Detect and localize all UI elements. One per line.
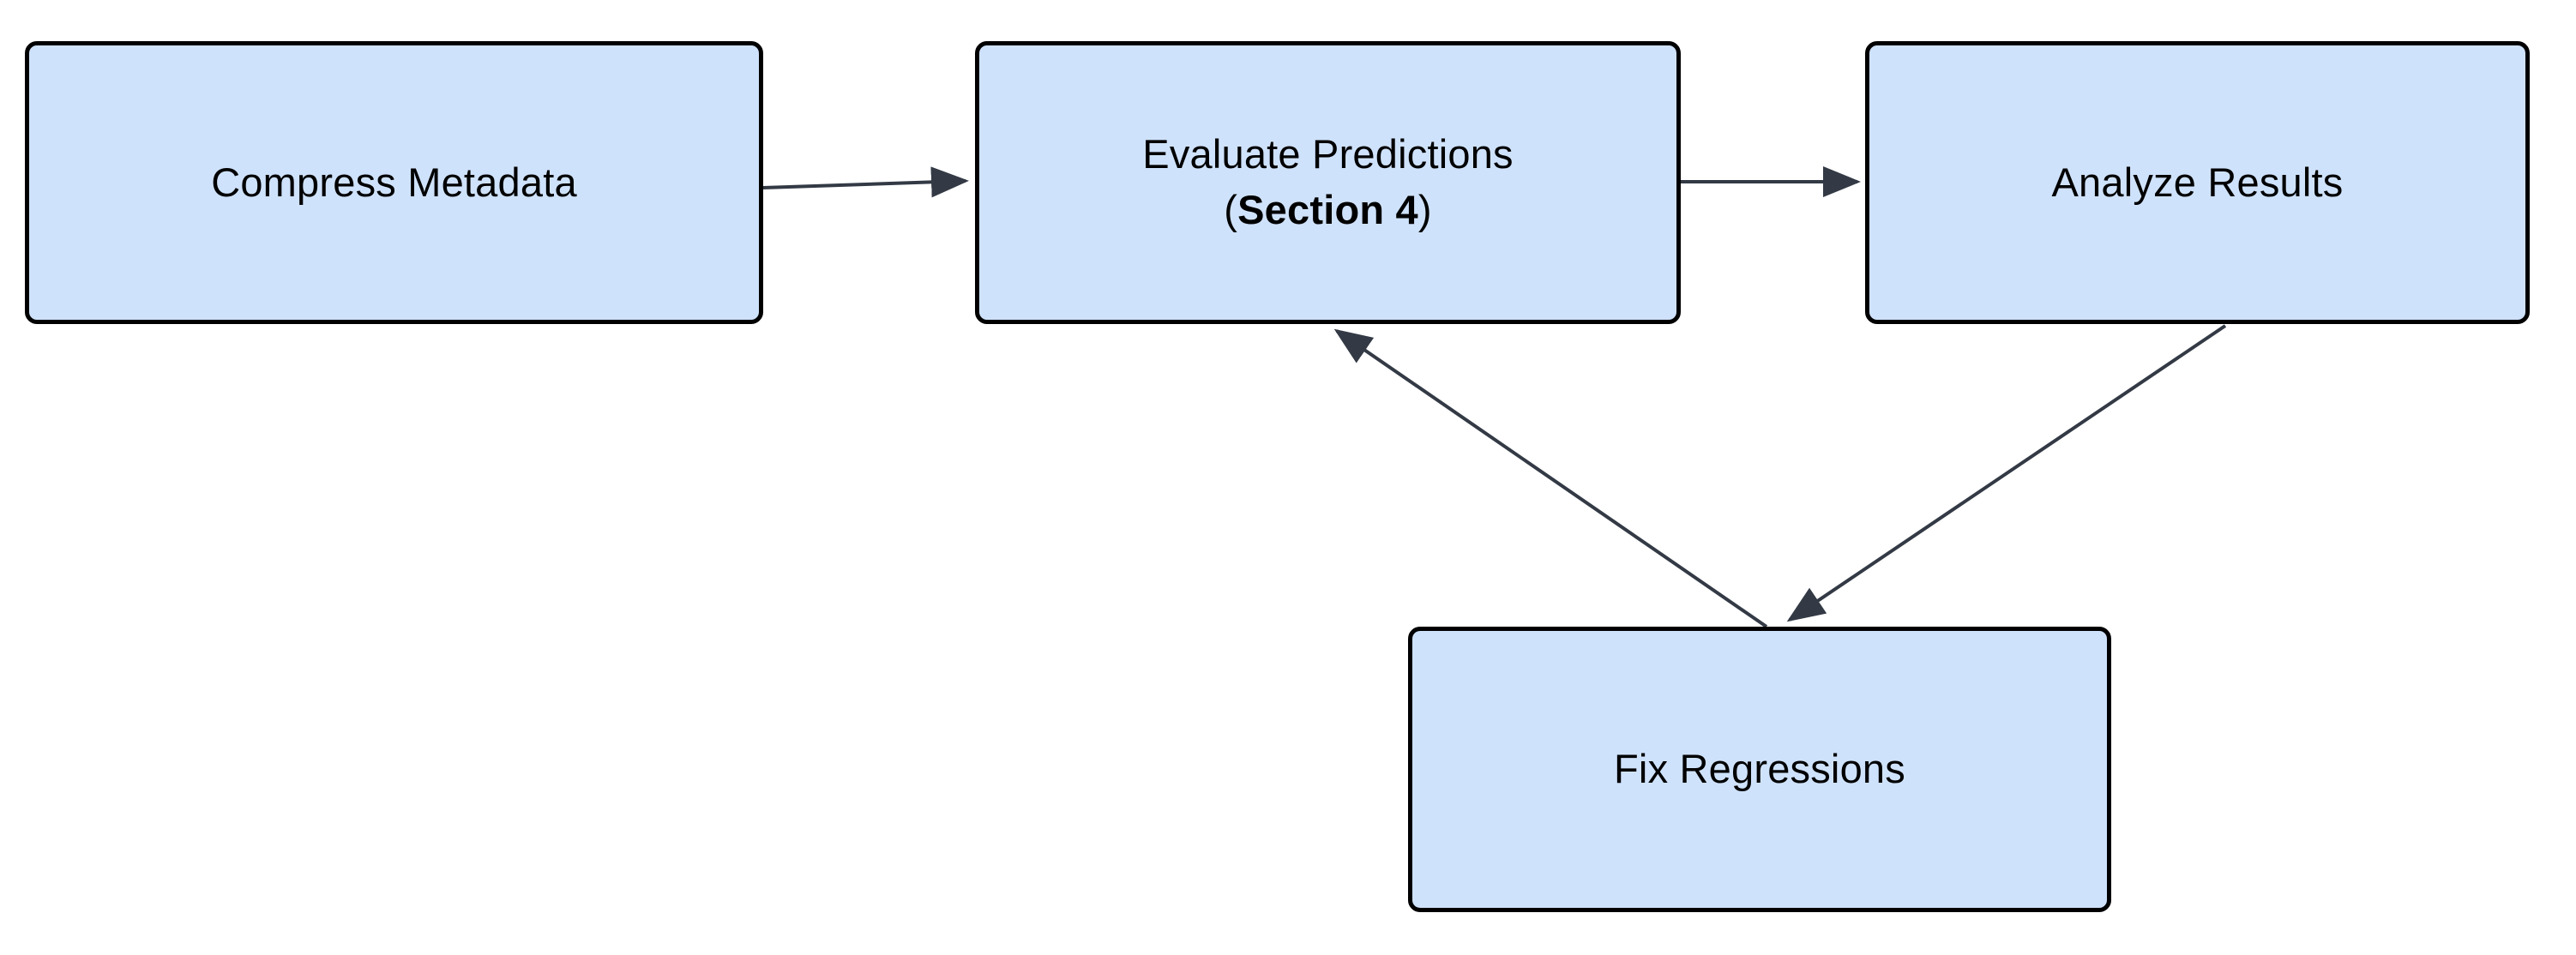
node-evaluate-predictions-open-paren: ( <box>1224 187 1238 232</box>
node-evaluate-predictions-label: Evaluate Predictions (Section 4) <box>1142 127 1513 238</box>
node-compress-metadata-label: Compress Metadata <box>211 159 577 205</box>
edge-compress-to-evaluate <box>762 166 969 198</box>
node-evaluate-predictions-line1: Evaluate Predictions <box>1142 131 1514 177</box>
node-fix-regressions[interactable]: Fix Regressions <box>1408 627 2111 912</box>
node-evaluate-predictions[interactable]: Evaluate Predictions (Section 4) <box>975 41 1681 324</box>
node-compress-metadata[interactable]: Compress Metadata <box>25 41 763 324</box>
node-fix-regressions-label: Fix Regressions <box>1614 746 1905 792</box>
node-evaluate-predictions-section-ref: Section 4 <box>1237 187 1418 232</box>
edge-fix-to-evaluate <box>1333 328 1768 628</box>
edge-analyze-to-fix <box>1786 324 2227 622</box>
node-evaluate-predictions-close-paren: ) <box>1417 187 1432 232</box>
node-analyze-results[interactable]: Analyze Results <box>1865 41 2530 324</box>
node-analyze-results-label: Analyze Results <box>2051 159 2344 205</box>
